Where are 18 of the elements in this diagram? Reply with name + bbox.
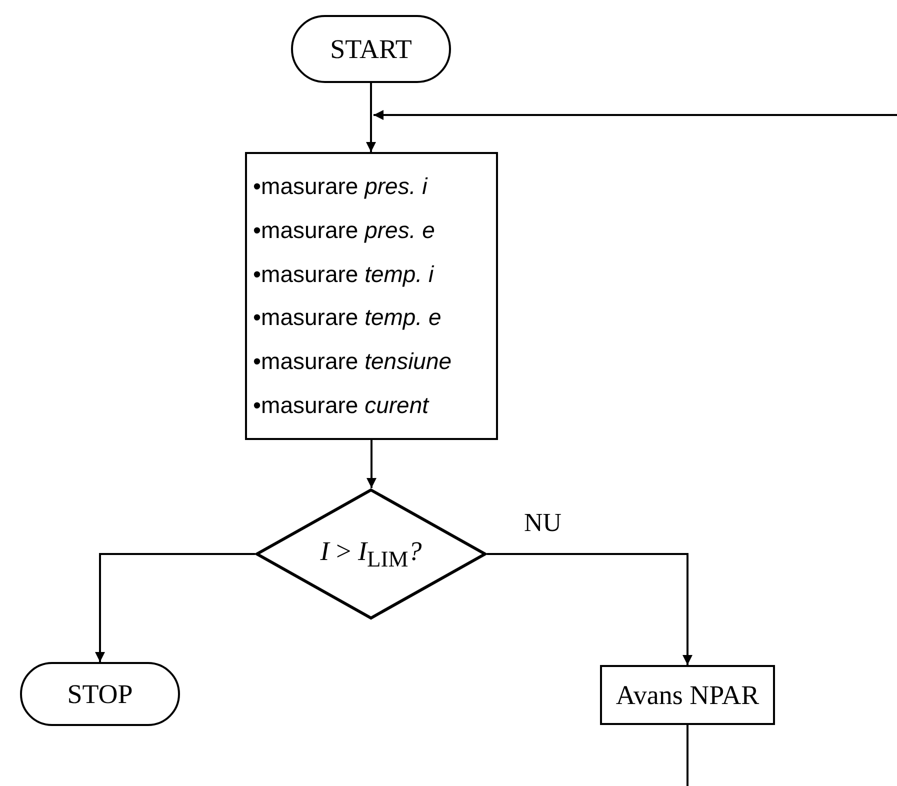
node-label: I > I$_{LIM}$? [320,538,422,570]
process-box [600,665,775,725]
list-item: •masurare pres. i [253,174,428,198]
decision-diamond [255,488,487,620]
list-item: •masurare curent [253,394,429,418]
list-item: •masurare temp. i [253,262,434,286]
arrow [374,110,897,120]
process-box [245,152,498,440]
list-item: •masurare tensiune [253,350,452,374]
list-item: •masurare pres. e [253,218,435,242]
arrow [366,440,376,488]
arrow [95,553,255,662]
arrow [487,553,692,665]
node-label: START [330,36,412,62]
list-item: •masurare temp. e [253,306,442,330]
node-label: Avans NPAR [616,682,760,708]
arrow [366,83,376,152]
node-label: STOP [67,680,133,708]
